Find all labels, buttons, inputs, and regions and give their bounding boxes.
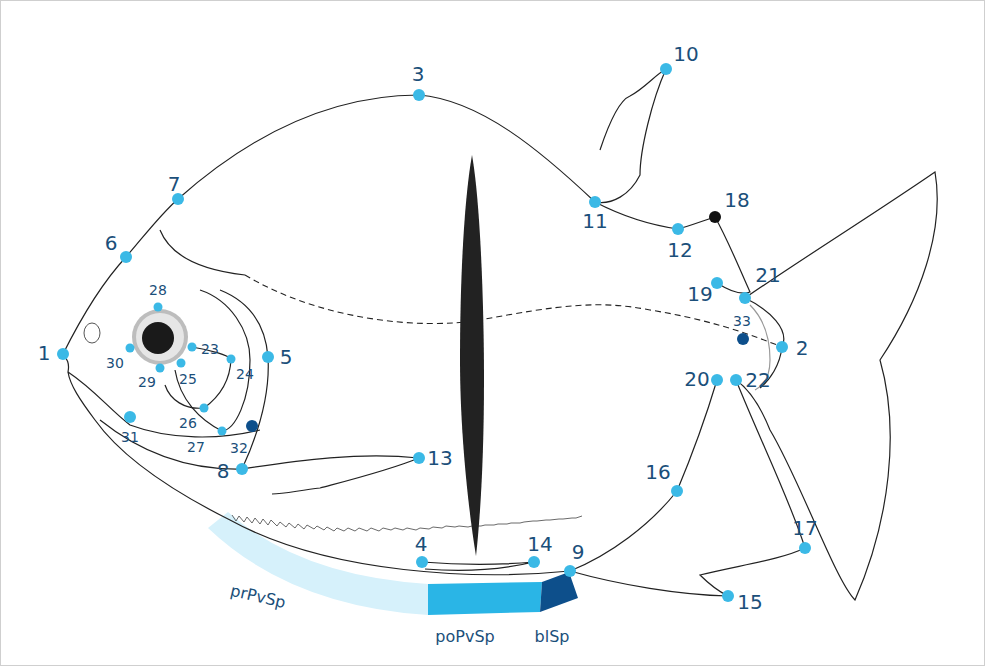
callout-number: 20 — [684, 369, 709, 389]
callout-number: 30 — [106, 356, 124, 370]
region-label: poPvSp — [435, 629, 494, 645]
callout-number: 19 — [687, 284, 712, 304]
callout-number: 2 — [796, 338, 809, 358]
callout-number: 3 — [412, 64, 425, 84]
callout-number: 16 — [645, 462, 670, 482]
callout-number: 11 — [582, 211, 607, 231]
callout-number: 24 — [236, 367, 254, 381]
callout-number: 12 — [667, 240, 692, 260]
callout-number: 13 — [427, 448, 452, 468]
callout-number: 22 — [745, 370, 770, 390]
callout-number: 25 — [179, 372, 197, 386]
callout-number: 14 — [527, 534, 552, 554]
callout-number: 27 — [187, 440, 205, 454]
callout-number: 26 — [179, 416, 197, 430]
callout-number: 10 — [673, 44, 698, 64]
callout-number: 17 — [792, 518, 817, 538]
callout-number: 9 — [572, 542, 585, 562]
callout-number: 5 — [280, 347, 293, 367]
callout-number: 29 — [138, 375, 156, 389]
callout-number: 15 — [737, 592, 762, 612]
callout-number: 4 — [415, 534, 428, 554]
callout-number: 23 — [201, 342, 219, 356]
callout-number: 6 — [105, 233, 118, 253]
callout-number: 31 — [121, 430, 139, 444]
callout-number: 32 — [230, 441, 248, 455]
callout-number: 28 — [149, 283, 167, 297]
callout-number: 8 — [217, 461, 230, 481]
region-label: blSp — [535, 629, 570, 645]
region-label: prPvSp — [229, 583, 287, 611]
callout-number: 21 — [755, 265, 780, 285]
callout-number: 1 — [38, 343, 51, 363]
callout-number: 33 — [733, 314, 751, 328]
callout-number: 7 — [168, 174, 181, 194]
callout-number: 18 — [724, 190, 749, 210]
